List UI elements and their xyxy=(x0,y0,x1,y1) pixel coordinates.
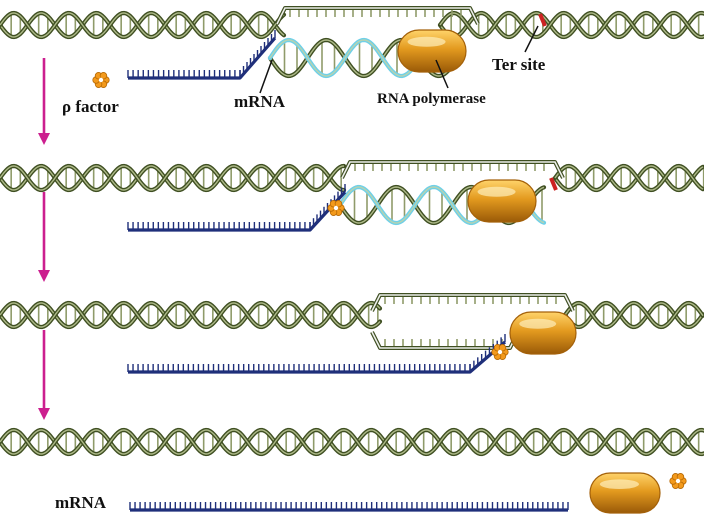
dna-helix-left xyxy=(0,163,347,193)
stage-3 xyxy=(0,293,704,374)
rna-polymerase-icon xyxy=(467,179,537,223)
dna-helix-left xyxy=(0,10,287,40)
stage-4 xyxy=(0,427,704,514)
dna-helix-right xyxy=(552,163,704,193)
stage-2 xyxy=(0,160,704,232)
ter-site-mark xyxy=(549,177,558,191)
dna-helix-right xyxy=(562,300,704,330)
mrna-pointer xyxy=(259,59,273,94)
ter-site-pointer xyxy=(524,25,539,53)
mrna-strand xyxy=(127,30,277,80)
transcription-bubble-template xyxy=(370,293,575,312)
rho-factor-label: ρ factor xyxy=(62,97,119,116)
rho-factor-icon xyxy=(491,344,509,360)
rna-polymerase-pointer xyxy=(435,59,449,89)
stage-1 xyxy=(0,6,704,88)
step-arrow-icon xyxy=(38,58,50,145)
step-arrow-icon xyxy=(38,330,50,420)
transcription-bubble-template xyxy=(275,6,480,25)
rna-polymerase-icon xyxy=(589,472,661,514)
rna-polymerase-icon xyxy=(509,311,577,355)
transcription-bubble-template xyxy=(340,160,565,179)
released-mrna-label: mRNA xyxy=(55,493,107,512)
released-mrna-strand xyxy=(129,502,569,512)
mrna-label: mRNA xyxy=(234,92,286,111)
rho-factor-icon xyxy=(669,473,687,489)
rna-polymerase-icon xyxy=(397,29,467,73)
dna-helix-right xyxy=(437,10,704,40)
rho-factor-icon xyxy=(92,72,110,88)
ter-site-label: Ter site xyxy=(492,55,546,74)
step-arrow-icon xyxy=(38,192,50,282)
rho-factor-icon xyxy=(327,200,345,216)
rna-polymerase-label: RNA polymerase xyxy=(377,91,486,107)
ter-site-mark xyxy=(538,13,547,27)
dna-helix-left xyxy=(0,300,383,330)
dna-helix-full xyxy=(0,427,704,457)
